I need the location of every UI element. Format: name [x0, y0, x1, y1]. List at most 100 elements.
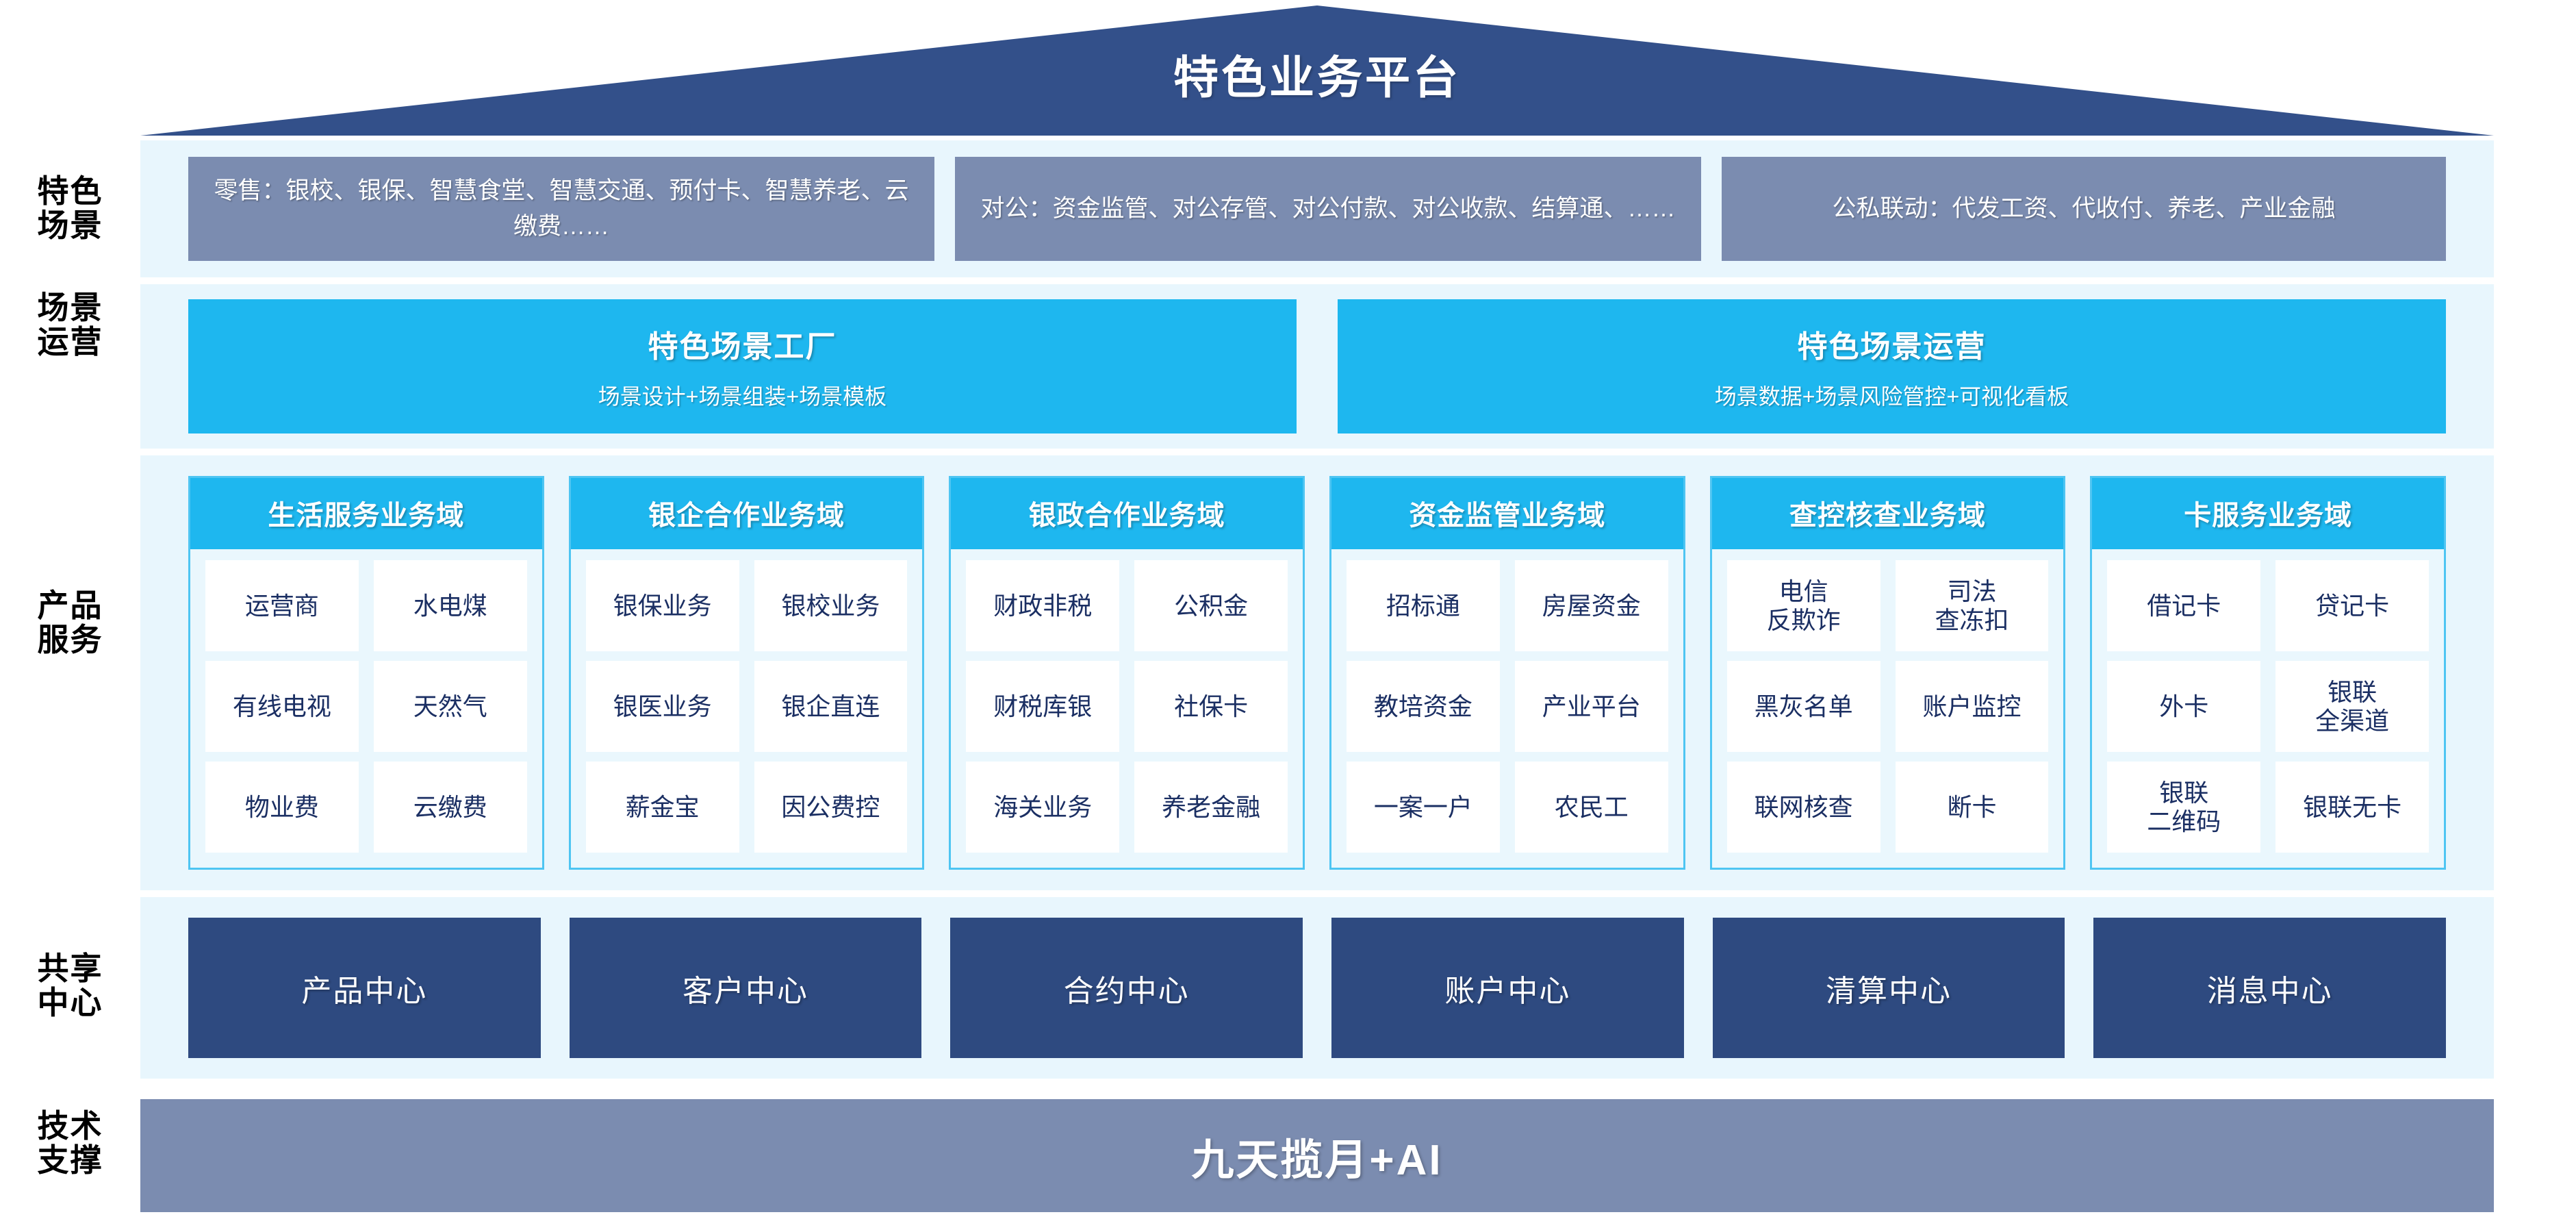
row-label-shared-line2: 中心 [37, 984, 103, 1020]
row-label-operation-line2: 运营 [37, 323, 103, 360]
domain-cell[interactable]: 外卡 [2107, 661, 2261, 752]
row-label-product: 产品 服务 [7, 588, 133, 657]
domain-cell[interactable]: 公积金 [1134, 560, 1288, 651]
domain-body-fund-supervision: 招标通 房屋资金 教培资金 产业平台 一案一户 农民工 [1331, 549, 1683, 868]
domain-cell[interactable]: 教培资金 [1347, 661, 1500, 752]
band-shared: 产品中心 客户中心 合约中心 账户中心 清算中心 消息中心 [140, 897, 2494, 1079]
domain-cell[interactable]: 养老金融 [1134, 762, 1288, 853]
domain-cell-line: 银医业务 银企直连 [585, 661, 908, 752]
operation-box-scene-ops[interactable]: 特色场景运营 场景数据+场景风险管控+可视化看板 [1338, 299, 2446, 433]
domain-body-investigation-control: 电信反欺诈 司法查冻扣 黑灰名单 账户监控 联网核查 断卡 [1712, 549, 2064, 868]
domain-cell[interactable]: 房屋资金 [1514, 560, 1668, 651]
domain-cell[interactable]: 产业平台 [1514, 661, 1668, 752]
domain-column-investigation-control[interactable]: 查控核查业务域 电信反欺诈 司法查冻扣 黑灰名单 账户监控 联网核查 断卡 [1709, 476, 2066, 870]
domain-title-bank-enterprise: 银企合作业务域 [570, 478, 923, 549]
product-domain-row: 生活服务业务域 运营商 水电煤 有线电视 天然气 物业费 云缴费 银企合作业务域 [140, 476, 2494, 870]
operation-box-row: 特色场景工厂 场景设计+场景组装+场景模板 特色场景运营 场景数据+场景风险管控… [140, 299, 2494, 433]
operation-box-scene-factory-subtitle: 场景设计+场景组装+场景模板 [598, 384, 887, 409]
scenario-box-row: 零售：银校、银保、智慧食堂、智慧交通、预付卡、智慧养老、云缴费…… 对公：资金监… [140, 157, 2494, 261]
domain-cell[interactable]: 财税库银 [966, 661, 1120, 752]
domain-cell[interactable]: 司法查冻扣 [1895, 560, 2049, 651]
platform-banner: 特色业务平台 [0, 0, 2576, 140]
domain-cell-line: 招标通 房屋资金 [1347, 560, 1668, 651]
operation-box-scene-factory[interactable]: 特色场景工厂 场景设计+场景组装+场景模板 [188, 299, 1297, 433]
operation-box-scene-factory-title: 特色场景工厂 [648, 330, 837, 364]
domain-cell[interactable]: 农民工 [1514, 762, 1668, 853]
domain-column-bank-enterprise[interactable]: 银企合作业务域 银保业务 银校业务 银医业务 银企直连 薪金宝 因公费控 [568, 476, 925, 870]
domain-cell[interactable]: 银校业务 [754, 560, 908, 651]
domain-title-bank-government: 银政合作业务域 [951, 478, 1303, 549]
operation-box-scene-ops-title: 特色场景运营 [1797, 330, 1987, 364]
domain-column-bank-government[interactable]: 银政合作业务域 财政非税 公积金 财税库银 社保卡 海关业务 养老金融 [949, 476, 1305, 870]
domain-cell[interactable]: 黑灰名单 [1726, 661, 1880, 752]
shared-center-message[interactable]: 消息中心 [2093, 918, 2447, 1058]
domain-title-fund-supervision: 资金监管业务域 [1331, 478, 1683, 549]
domain-cell[interactable]: 水电煤 [373, 560, 527, 651]
domain-cell-line: 物业费 云缴费 [205, 762, 527, 853]
domain-cell-line: 教培资金 产业平台 [1347, 661, 1668, 752]
row-label-product-line2: 服务 [37, 621, 103, 657]
domain-body-card-service: 借记卡 贷记卡 外卡 银联全渠道 银联二维码 银联无卡 [2092, 549, 2444, 868]
tech-support-bar[interactable]: 九天揽月+AI [140, 1099, 2494, 1212]
domain-cell[interactable]: 云缴费 [373, 762, 527, 853]
domain-cell[interactable]: 银医业务 [585, 661, 739, 752]
domain-cell[interactable]: 招标通 [1347, 560, 1500, 651]
shared-center-account[interactable]: 账户中心 [1331, 918, 1684, 1058]
row-label-scenario: 特色 场景 [7, 173, 133, 243]
shared-center-customer[interactable]: 客户中心 [569, 918, 922, 1058]
row-label-tech: 技术 支撑 [7, 1109, 133, 1177]
domain-title-investigation-control: 查控核查业务域 [1711, 478, 2064, 549]
scenario-box-public-private[interactable]: 公私联动：代发工资、代收付、养老、产业金融 [1722, 157, 2446, 261]
domain-cell[interactable]: 借记卡 [2107, 560, 2261, 651]
domain-cell[interactable]: 银联全渠道 [2275, 661, 2430, 752]
domain-cell[interactable]: 联网核查 [1726, 762, 1880, 853]
domain-cell-line: 财政非税 公积金 [966, 560, 1288, 651]
domain-cell[interactable]: 账户监控 [1895, 661, 2049, 752]
domain-cell[interactable]: 社保卡 [1134, 661, 1288, 752]
domain-cell[interactable]: 一案一户 [1347, 762, 1500, 853]
domain-column-card-service[interactable]: 卡服务业务域 借记卡 贷记卡 外卡 银联全渠道 银联二维码 银联无卡 [2090, 476, 2447, 870]
domain-cell-line: 银保业务 银校业务 [585, 560, 908, 651]
row-label-scenario-line2: 场景 [37, 207, 103, 243]
row-label-shared-line1: 共享 [37, 951, 103, 986]
row-label-scenario-line1: 特色 [37, 173, 103, 209]
domain-cell[interactable]: 电信反欺诈 [1726, 560, 1880, 651]
row-label-operation-line1: 场景 [37, 290, 103, 325]
shared-center-contract[interactable]: 合约中心 [950, 918, 1303, 1058]
shared-center-settlement[interactable]: 清算中心 [1712, 918, 2065, 1058]
domain-column-life-service[interactable]: 生活服务业务域 运营商 水电煤 有线电视 天然气 物业费 云缴费 [188, 476, 544, 870]
domain-body-life-service: 运营商 水电煤 有线电视 天然气 物业费 云缴费 [190, 549, 542, 868]
shared-center-product[interactable]: 产品中心 [188, 918, 541, 1058]
row-label-tech-line2: 支撑 [37, 1142, 103, 1178]
domain-cell-line: 电信反欺诈 司法查冻扣 [1726, 560, 2049, 651]
domain-cell-line: 外卡 银联全渠道 [2107, 661, 2430, 752]
domain-cell[interactable]: 薪金宝 [585, 762, 739, 853]
band-tech: 九天揽月+AI [140, 1099, 2494, 1212]
domain-title-life-service: 生活服务业务域 [190, 478, 542, 549]
domain-cell-line: 黑灰名单 账户监控 [1726, 661, 2049, 752]
domain-cell[interactable]: 贷记卡 [2275, 560, 2430, 651]
domain-cell[interactable]: 因公费控 [754, 762, 908, 853]
domain-cell[interactable]: 断卡 [1895, 762, 2049, 853]
domain-cell[interactable]: 银联无卡 [2275, 762, 2430, 853]
domain-cell[interactable]: 银企直连 [754, 661, 908, 752]
row-label-operation: 场景 运营 [7, 290, 133, 360]
domain-cell-line: 财税库银 社保卡 [966, 661, 1288, 752]
domain-cell-line: 一案一户 农民工 [1347, 762, 1668, 853]
domain-cell-line: 薪金宝 因公费控 [585, 762, 908, 853]
scenario-box-retail[interactable]: 零售：银校、银保、智慧食堂、智慧交通、预付卡、智慧养老、云缴费…… [188, 157, 934, 261]
domain-cell[interactable]: 物业费 [205, 762, 359, 853]
row-label-tech-line1: 技术 [37, 1108, 103, 1144]
domain-cell[interactable]: 运营商 [205, 560, 359, 651]
shared-center-row: 产品中心 客户中心 合约中心 账户中心 清算中心 消息中心 [140, 918, 2494, 1058]
scenario-box-corporate[interactable]: 对公：资金监管、对公存管、对公付款、对公收款、结算通、…… [955, 157, 1701, 261]
domain-cell-line: 有线电视 天然气 [205, 661, 527, 752]
domain-cell[interactable]: 天然气 [373, 661, 527, 752]
domain-cell[interactable]: 财政非税 [966, 560, 1120, 651]
domain-column-fund-supervision[interactable]: 资金监管业务域 招标通 房屋资金 教培资金 产业平台 一案一户 农民工 [1329, 476, 1685, 870]
domain-cell[interactable]: 银联二维码 [2107, 762, 2261, 853]
domain-cell[interactable]: 有线电视 [205, 661, 359, 752]
domain-cell[interactable]: 海关业务 [966, 762, 1120, 853]
band-scenario: 零售：银校、银保、智慧食堂、智慧交通、预付卡、智慧养老、云缴费…… 对公：资金监… [140, 140, 2494, 277]
domain-cell[interactable]: 银保业务 [585, 560, 739, 651]
